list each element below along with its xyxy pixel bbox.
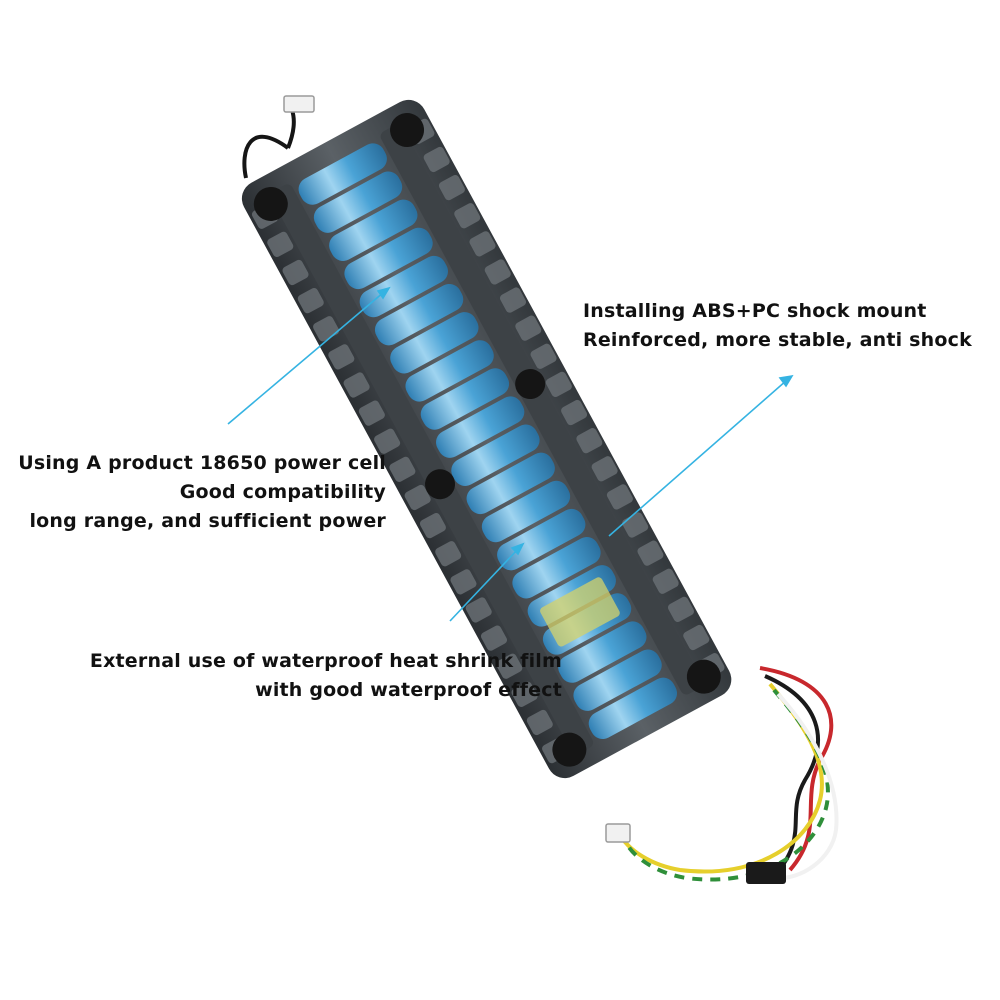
casing-rib bbox=[297, 288, 324, 314]
callout-film-line1: External use of waterproof heat shrink f… bbox=[89, 650, 562, 672]
callout-mount-line2: Reinforced, more stable, anti shock bbox=[583, 329, 972, 351]
battery-cell bbox=[497, 508, 586, 571]
casing-rib bbox=[480, 625, 508, 651]
shock-mounts bbox=[253, 113, 721, 767]
battery-cell bbox=[298, 143, 387, 205]
casing-rib bbox=[389, 456, 416, 482]
battery-cell bbox=[313, 171, 403, 233]
shock-mount-icon bbox=[253, 186, 288, 221]
battery-pack bbox=[241, 99, 732, 779]
arrow-mount bbox=[608, 379, 788, 537]
callout-cells-line1: Using A product 18650 power cell bbox=[18, 452, 386, 474]
callout-power-cell: Using A product 18650 power cell Good co… bbox=[18, 449, 386, 536]
casing-rib bbox=[683, 624, 710, 651]
casing-ribs bbox=[251, 118, 725, 764]
battery-cell bbox=[466, 452, 555, 515]
output-wires bbox=[620, 666, 839, 882]
shock-mount-icon bbox=[390, 113, 425, 148]
casing-rib bbox=[545, 371, 572, 398]
battery-cell bbox=[436, 396, 525, 458]
battery-cell bbox=[329, 199, 418, 261]
callout-mount-line1: Installing ABS+PC shock mount bbox=[583, 300, 927, 322]
casing-rib bbox=[423, 146, 450, 173]
casing-rib bbox=[561, 399, 588, 426]
casing-rib bbox=[465, 597, 492, 623]
casing-rib bbox=[515, 315, 542, 341]
casing-rib bbox=[500, 287, 527, 313]
arrow-head-icon bbox=[778, 374, 794, 388]
battery-cell bbox=[512, 537, 601, 599]
casing-rib bbox=[435, 541, 462, 567]
battery-cell bbox=[481, 480, 571, 543]
casing-rib bbox=[438, 174, 465, 201]
arrow-head-icon bbox=[510, 542, 525, 556]
casing-rib bbox=[576, 428, 603, 454]
battery-cell bbox=[420, 368, 510, 430]
power-connector bbox=[746, 862, 786, 884]
casing-rib bbox=[358, 400, 385, 426]
callout-heat-shrink: External use of waterproof heat shrink f… bbox=[90, 647, 562, 705]
casing-rib bbox=[454, 203, 481, 229]
casing-rib bbox=[282, 259, 309, 286]
top-sensor-cable bbox=[242, 134, 290, 179]
casing-rib bbox=[606, 484, 633, 510]
divider-strip-left bbox=[270, 184, 594, 755]
arrow-film bbox=[449, 547, 520, 622]
callout-arrows bbox=[227, 286, 794, 622]
casing-rib bbox=[374, 428, 401, 454]
signal-connector bbox=[605, 823, 631, 843]
casing-rib bbox=[591, 456, 618, 482]
casing-rib bbox=[404, 484, 431, 511]
casing-rib bbox=[667, 596, 694, 623]
top-connector bbox=[283, 95, 315, 113]
casing-rib bbox=[511, 681, 538, 707]
callout-cells-line3: long range, and sufficient power bbox=[29, 510, 386, 532]
battery-cell bbox=[405, 340, 494, 402]
casing-rib bbox=[496, 653, 523, 679]
arrow-head-icon bbox=[376, 286, 391, 300]
casing-rib bbox=[484, 259, 511, 285]
casing-rib bbox=[419, 512, 446, 539]
battery-cell bbox=[390, 312, 479, 374]
yellow-tape-patch bbox=[540, 577, 620, 647]
casing-rib bbox=[450, 569, 477, 595]
shock-mount-icon bbox=[552, 732, 587, 767]
battery-cell bbox=[344, 227, 433, 290]
casing-rib bbox=[469, 231, 496, 257]
shock-mount-icon bbox=[686, 659, 721, 694]
battery-cell bbox=[588, 677, 678, 740]
casing-rib bbox=[328, 344, 355, 370]
arrow-cells bbox=[227, 291, 385, 425]
divider-strip-right bbox=[380, 124, 703, 695]
callout-cells-line2: Good compatibility bbox=[179, 481, 386, 503]
battery-cell bbox=[374, 283, 464, 346]
shock-mount-icon bbox=[515, 369, 546, 400]
casing-rib bbox=[267, 231, 294, 257]
shock-mount-icon bbox=[425, 469, 456, 500]
battery-cell bbox=[558, 621, 647, 683]
battery-cell bbox=[359, 255, 448, 318]
casing-rib bbox=[343, 372, 370, 398]
callout-film-line2: with good waterproof effect bbox=[255, 679, 562, 701]
callout-shock-mount: Installing ABS+PC shock mount Reinforced… bbox=[583, 297, 972, 355]
casing-rib bbox=[652, 568, 679, 594]
battery-cell bbox=[573, 649, 662, 711]
casing-rib bbox=[637, 540, 664, 566]
casing-rib bbox=[526, 709, 553, 736]
casing-rib bbox=[530, 343, 557, 369]
battery-cell bbox=[451, 424, 540, 486]
